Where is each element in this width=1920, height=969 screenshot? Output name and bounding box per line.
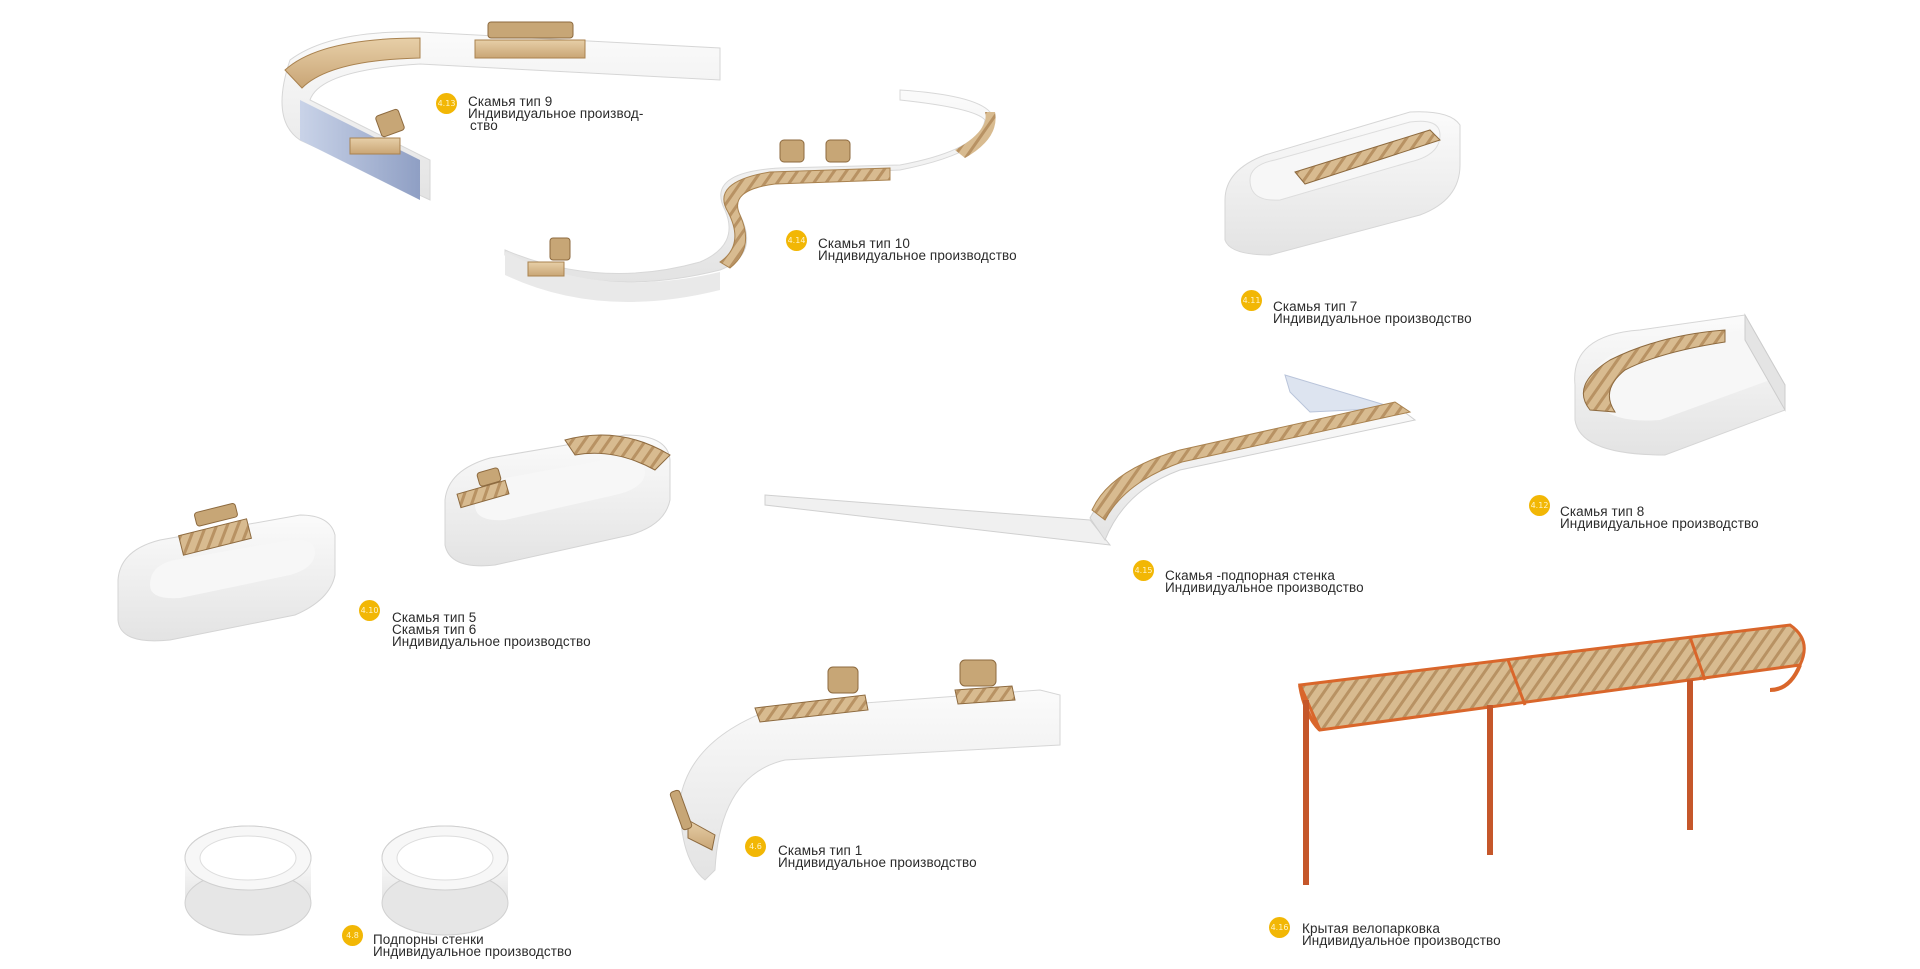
bike-parking-model [1297,623,1806,885]
caption-line: Индивидуальное производство [1165,580,1364,595]
item-caption: Скамья тип 7 Индивидуальное производство [1273,299,1472,326]
item-caption: Скамья тип 8 Индивидуальное производство [1560,504,1759,531]
caption-line: Индивидуальное производство [1273,311,1472,326]
caption-line: Скамья тип 6 [392,622,477,637]
item-caption: Скамья тип 1 Индивидуальное производство [778,843,977,870]
item-number-badge: 4.10 [359,600,380,621]
caption-line: Индивидуальное производство [778,855,977,870]
caption-line: Индивидуальное производство [392,634,591,649]
bench-type-7-model [1224,111,1461,256]
item-number-badge: 4.8 [342,925,363,946]
item-number-badge: 4.12 [1529,495,1550,516]
caption-line: Индивидуальное производство [1302,933,1501,948]
item-number-badge: 4.11 [1241,290,1262,311]
bench-type-8-model [1574,313,1786,456]
item-number-badge: 4.15 [1133,560,1154,581]
item-number-badge: 4.16 [1269,917,1290,938]
caption-line: Скамья тип 5 [392,610,477,625]
caption-line: Скамья тип 1 [778,843,863,858]
bench-type-10-model [504,89,996,302]
item-caption: Подпорны стенки Индивидуальное производс… [373,932,572,959]
item-number-badge: 4.14 [786,230,807,251]
item-number-badge: 4.13 [436,93,457,114]
caption-line: Скамья тип 8 [1560,504,1645,519]
item-caption: Скамья -подпорная стенка Индивидуальное … [1165,568,1364,595]
retaining-walls-model [184,825,509,936]
item-number-badge: 4.6 [745,836,766,857]
caption-line: ство [470,118,498,133]
caption-line: Скамья тип 10 [818,236,910,251]
caption-line: Индивидуальное производ- [468,106,644,121]
item-caption: Крытая велопарковка Индивидуальное произ… [1302,921,1501,948]
bench-type-5-model [117,503,336,642]
caption-line: Скамья тип 7 [1273,299,1358,314]
bench-type-9-model [281,21,721,201]
item-caption: Скамья тип 10 Индивидуальное производств… [818,236,1017,263]
caption-line: Индивидуальное производство [818,248,1017,263]
bench-retaining-wall-model [764,374,1417,546]
caption-line: Крытая велопарковка [1302,921,1440,936]
item-caption: Скамья тип 9 Индивидуальное производ- ст… [468,94,644,133]
caption-line: Подпорны стенки [373,932,484,947]
item-caption: Скамья тип 5 Скамья тип 6 Индивидуальное… [392,610,591,649]
caption-line: Скамья -подпорная стенка [1165,568,1335,583]
caption-line: Индивидуальное производство [373,944,572,959]
bench-type-1-model [669,659,1061,881]
caption-line: Индивидуальное производство [1560,516,1759,531]
bench-type-6-model [444,434,671,567]
caption-line: Скамья тип 9 [468,94,553,109]
